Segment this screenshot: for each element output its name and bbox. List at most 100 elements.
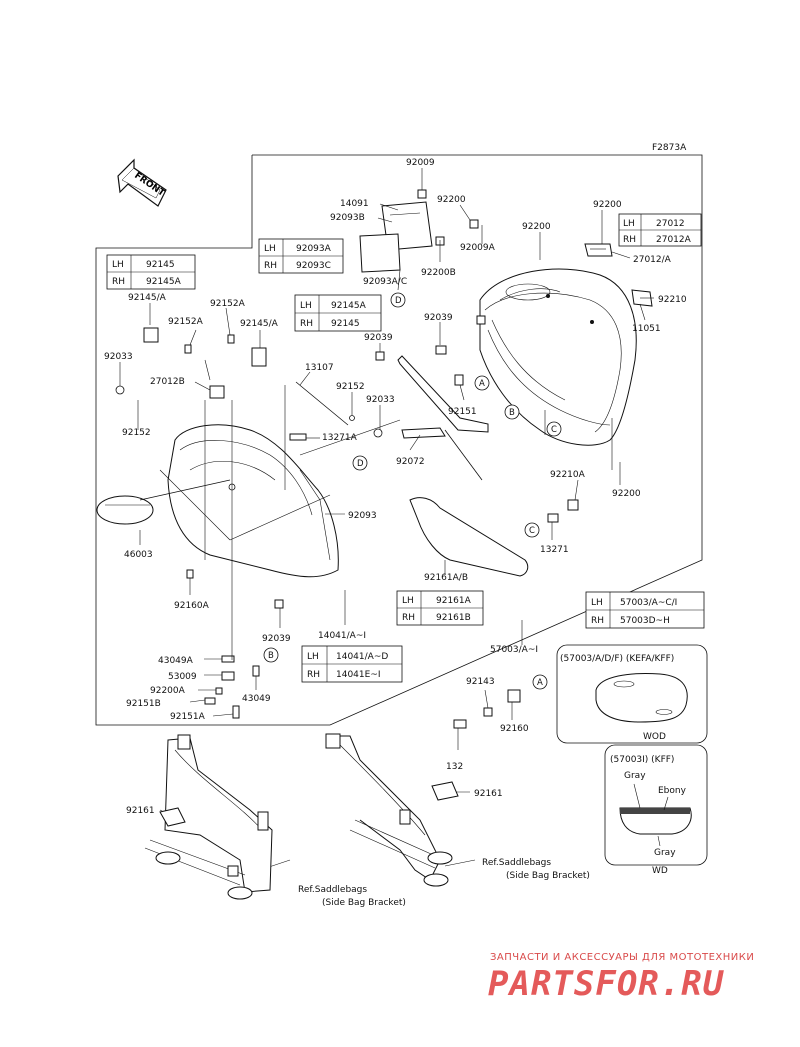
label-132: 132 [446, 762, 463, 772]
table-cell-24: LH [591, 598, 603, 608]
table-92161a: LH 92161A RH 92161B [396, 590, 484, 626]
label-92152a-2: 92152A [168, 317, 204, 327]
table-cell-3: 27012A [656, 235, 692, 245]
saddlebag-shell [479, 268, 637, 446]
callout-b-2: B [268, 651, 274, 661]
callout-b-1: B [509, 408, 515, 418]
table-cell-34: WD [652, 866, 668, 876]
label-92161-right: 92161 [474, 789, 503, 799]
label-43049a: 43049A [158, 656, 194, 666]
diagram-code: F2873A [652, 143, 687, 153]
label-92093b: 92093B [330, 213, 365, 223]
label-92200b: 92200B [421, 268, 456, 278]
label-27012b: 27012B [150, 377, 185, 387]
variant-kefa-box: (57003/A/D/F) (KEFA/KFF) WOD [556, 644, 708, 744]
table-cell-20: LH [307, 652, 319, 662]
table-cell-33: Gray [654, 848, 676, 858]
label-92145a-left: 92145/A [128, 293, 167, 303]
hardware-pieces [115, 189, 579, 729]
label-92161ab: 92161A/B [424, 573, 468, 583]
ref-right-line1: Ref.Saddlebags [482, 858, 551, 868]
table-cell-29: WOD [643, 732, 666, 742]
watermark-tagline: ЗАПЧАСТИ И АКСЕССУАРЫ ДЛЯ МОТОТЕХНИКИ [490, 952, 755, 963]
front-arrow-icon: FRONT [117, 158, 167, 207]
ref-left-line1: Ref.Saddlebags [298, 885, 367, 895]
label-92161-left: 92161 [126, 806, 155, 816]
label-92152-a: 92152 [336, 382, 365, 392]
label-92160: 92160 [500, 724, 529, 734]
label-92009: 92009 [406, 158, 435, 168]
ref-left-line2: (Side Bag Bracket) [322, 898, 406, 908]
table-cell-12: LH [300, 301, 312, 311]
label-92039-b: 92039 [262, 634, 291, 644]
table-cell-19: 92161B [436, 613, 471, 623]
support-rod [397, 355, 489, 481]
table-cell-2: RH [623, 235, 636, 245]
label-43049: 43049 [242, 694, 271, 704]
table-cell-23: 14041E~I [336, 670, 381, 680]
side-bag-bracket-right [325, 733, 459, 887]
label-92200-lower: 92200 [612, 489, 641, 499]
group-lines [159, 385, 613, 660]
label-92210a: 92210A [550, 470, 586, 480]
label-92143: 92143 [466, 677, 495, 687]
table-cell-11: 92145A [146, 277, 182, 287]
table-57003: LH 57003/A~C/I RH 57003D~H [585, 591, 705, 629]
label-92151a: 92151A [170, 712, 206, 722]
label-13107: 13107 [305, 363, 334, 373]
side-bag-bracket-left [144, 734, 273, 900]
callout-c-2: C [529, 526, 535, 536]
table-cell-9: 92145 [146, 260, 175, 270]
label-92160a: 92160A [174, 601, 210, 611]
label-14091: 14091 [340, 199, 369, 209]
variant-kff-box: (57003I) (KFF) Gray Ebony Gray WD [604, 744, 708, 876]
label-92152-left: 92152 [122, 428, 151, 438]
table-cell-8: LH [112, 260, 124, 270]
label-92093: 92093 [348, 511, 377, 521]
callout-a-2: A [537, 678, 543, 688]
label-27012a: 27012/A [633, 255, 672, 265]
label-46003: 46003 [124, 550, 153, 560]
table-cell-26: RH [591, 616, 604, 626]
lid-hinge [584, 243, 613, 257]
label-14041: 14041/A~I [318, 631, 366, 641]
callout-d-2: D [357, 459, 364, 469]
table-92145: LH 92145 RH 92145A [106, 254, 196, 290]
table-cell-0: LH [623, 219, 635, 229]
label-92009a: 92009A [460, 243, 496, 253]
table-92145a: LH 92145A RH 92145 [294, 294, 382, 332]
label-92039-a: 92039 [364, 333, 393, 343]
label-92200a: 92200A [150, 686, 186, 696]
table-cell-1: 27012 [656, 219, 685, 229]
callout-c-1: C [551, 425, 557, 435]
table-cell-28: (57003/A/D/F) (KEFA/KFF) [560, 654, 674, 664]
table-cell-21: 14041/A~D [336, 652, 388, 662]
ref-right-line2: (Side Bag Bracket) [506, 871, 590, 881]
table-cell-13: 92145A [331, 301, 367, 311]
table-cell-18: RH [402, 613, 415, 623]
label-92200-upper: 92200 [522, 222, 551, 232]
table-cell-6: RH [264, 261, 277, 271]
plate-14091 [359, 201, 433, 273]
watermark-logo: PARTSFOR.RU [488, 964, 725, 1004]
table-27012: LH 27012 RH 27012A [618, 213, 702, 247]
table-cell-32: Ebony [658, 786, 687, 796]
label-92072: 92072 [396, 457, 425, 467]
table-cell-10: RH [112, 277, 125, 287]
label-11051: 11051 [632, 324, 661, 334]
table-cell-7: 92093C [296, 261, 331, 271]
table-cell-30: (57003I) (KFF) [610, 755, 674, 765]
callout-a-1: A [479, 379, 485, 389]
table-cell-5: 92093A [296, 244, 332, 254]
table-92093a: LH 92093A RH 92093C [258, 238, 344, 274]
label-92200-top: 92200 [437, 195, 466, 205]
label-92151: 92151 [448, 407, 477, 417]
table-cell-16: LH [402, 596, 414, 606]
label-92145a-mid: 92145/A [240, 319, 279, 329]
label-13271a: 13271A [322, 433, 358, 443]
table-cell-27: 57003D~H [620, 616, 670, 626]
table-cell-25: 57003/A~C/I [620, 598, 677, 608]
label-92033-left: 92033 [104, 352, 133, 362]
label-92210: 92210 [658, 295, 687, 305]
